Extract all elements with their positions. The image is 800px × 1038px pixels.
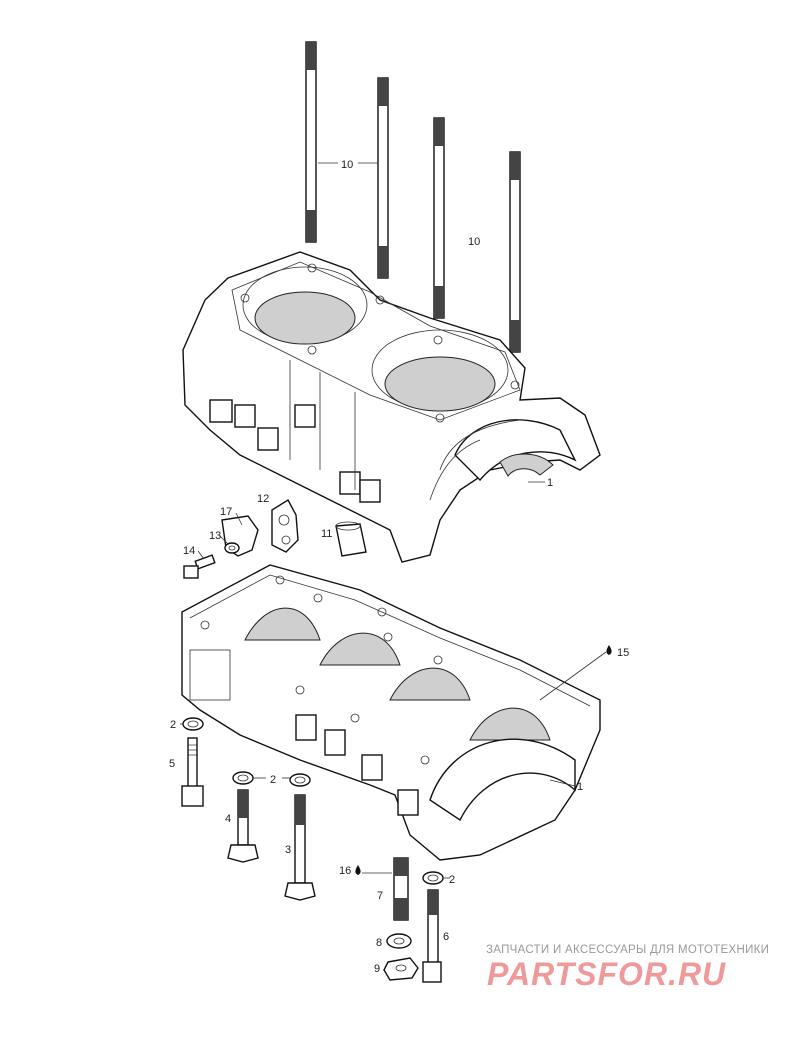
part-12-bracket bbox=[271, 499, 299, 553]
callout-16: 16 bbox=[339, 865, 351, 877]
watermark-subtitle: ЗАПЧАСТИ И АКСЕССУАРЫ ДЛЯ МОТОТЕХНИКИ bbox=[486, 944, 770, 956]
washer-2-left bbox=[182, 717, 204, 731]
lower-crankcase bbox=[181, 564, 601, 861]
callout-4: 4 bbox=[225, 813, 231, 825]
callout-1a: 1 bbox=[547, 477, 553, 489]
upper-crankcase bbox=[182, 251, 601, 563]
callout-5: 5 bbox=[169, 758, 175, 770]
callout-17: 17 bbox=[220, 506, 232, 518]
callout-9: 9 bbox=[374, 963, 380, 975]
callout-2c: 2 bbox=[449, 874, 455, 886]
part-16-sealant-drop bbox=[355, 865, 361, 875]
watermark-logo: PARTSFOR.RU bbox=[487, 956, 727, 992]
callout-12: 12 bbox=[257, 493, 269, 505]
callout-2b: 2 bbox=[270, 774, 276, 786]
part-11-bushing bbox=[335, 521, 367, 557]
washer-2-right bbox=[422, 871, 444, 885]
callout-15: 15 bbox=[617, 647, 629, 659]
bolt-3 bbox=[284, 794, 316, 901]
callout-14: 14 bbox=[183, 545, 195, 557]
callout-10a: 10 bbox=[341, 159, 353, 171]
part-14-bolt bbox=[183, 554, 216, 579]
cylinder-stud-1 bbox=[305, 41, 317, 243]
callout-8: 8 bbox=[376, 937, 382, 949]
nut-9 bbox=[383, 957, 419, 981]
callout-6: 6 bbox=[443, 931, 449, 943]
callout-1b: 1 bbox=[577, 781, 583, 793]
part-13-washer bbox=[224, 542, 240, 554]
stud-7 bbox=[393, 857, 409, 921]
part-15-sealant-drop bbox=[606, 645, 612, 655]
washer-2-middle bbox=[232, 771, 311, 787]
bolt-6 bbox=[422, 889, 442, 983]
callout-13: 13 bbox=[209, 530, 221, 542]
bolt-5 bbox=[181, 737, 204, 807]
callout-2a: 2 bbox=[170, 719, 176, 731]
cylinder-stud-3 bbox=[433, 117, 445, 319]
callout-3: 3 bbox=[285, 844, 291, 856]
bolt-4 bbox=[227, 789, 259, 863]
callout-10b: 10 bbox=[468, 236, 480, 248]
washer-8 bbox=[386, 933, 412, 949]
cylinder-stud-2 bbox=[377, 77, 389, 279]
callout-7: 7 bbox=[377, 890, 383, 902]
callout-11: 11 bbox=[321, 528, 332, 540]
cylinder-stud-4 bbox=[509, 151, 521, 353]
